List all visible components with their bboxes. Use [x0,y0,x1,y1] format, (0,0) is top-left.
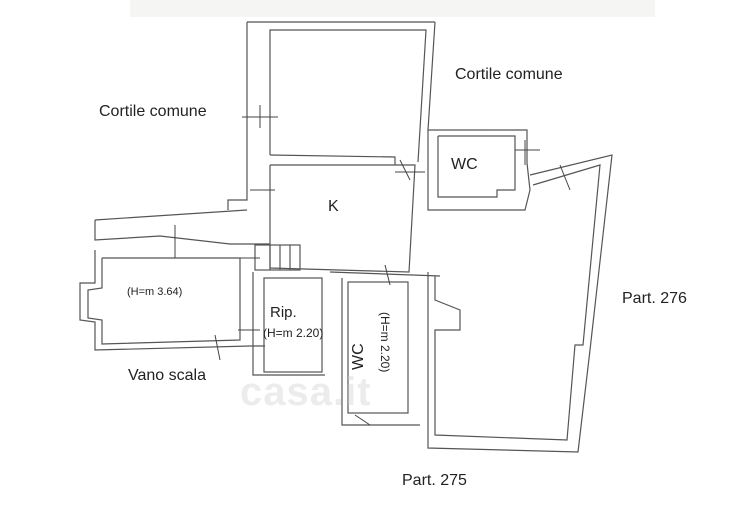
label-wc-top: WC [451,156,478,173]
wc-middle-room [347,281,409,414]
top-room-inner-wall [269,29,427,163]
label-rip-height: (H=m 2.20) [263,326,324,340]
top-room-outer-wall [246,21,528,163]
left-room-wall [87,257,241,345]
label-kitchen: K [328,198,339,215]
left-corridor-wall-2 [94,220,270,245]
left-outer-wall [227,160,248,210]
top-room-bottom-wall [269,154,396,165]
watermark-logo: casa.it [240,370,372,414]
label-part-275: Part. 275 [402,472,467,489]
label-height-left-room: (H=m 3.64) [127,286,183,298]
label-cortile-comune-left: Cortile comune [99,103,207,120]
label-part-276: Part. 276 [622,290,687,307]
kitchen-wall [269,164,416,273]
left-room-outer-wall [79,250,265,351]
right-room-inner [434,164,601,441]
label-cortile-comune-right: Cortile comune [455,66,563,83]
rip-room [263,277,323,373]
stairs [254,244,301,271]
label-wc-middle: WC [350,343,367,370]
left-corridor-wall [94,209,248,221]
right-room-outer [427,154,613,453]
label-vano-scala: Vano scala [128,367,206,384]
wc-top-room [437,135,516,198]
label-rip: Rip. [270,304,297,321]
top-band [130,0,655,17]
label-wc-middle-height: (H=m 2.20) [378,312,392,373]
